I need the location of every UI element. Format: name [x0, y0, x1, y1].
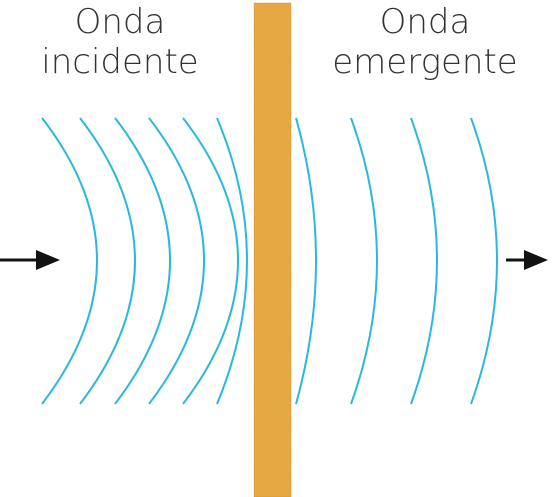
emergent-wavefront-2	[350, 117, 378, 405]
incident-wavefront-6	[216, 117, 248, 405]
arrow-right-icon	[506, 250, 548, 270]
emergent-wave-label: Onda emergente	[320, 2, 530, 82]
emergent-wavefront-1	[295, 117, 317, 405]
emergent-wavefront-3	[410, 117, 438, 405]
incident-wavefronts	[41, 117, 248, 405]
incident-label-line2: incidente	[41, 42, 199, 82]
arrow-right-icon	[0, 250, 60, 270]
emergent-wavefront-4	[470, 117, 498, 405]
incident-wavefront-3	[114, 117, 171, 405]
incident-label-line1: Onda	[74, 2, 166, 42]
incident-wavefront-5	[182, 117, 239, 405]
incident-wavefront-2	[79, 117, 136, 405]
barrier	[253, 2, 292, 497]
emergent-label-line1: Onda	[379, 2, 471, 42]
incident-wavefront-1	[41, 117, 98, 405]
emergent-wavefronts	[295, 117, 498, 405]
incident-wavefront-4	[148, 117, 205, 405]
incident-wave-label: Onda incidente	[20, 2, 220, 82]
emergent-label-line2: emergente	[332, 42, 518, 82]
